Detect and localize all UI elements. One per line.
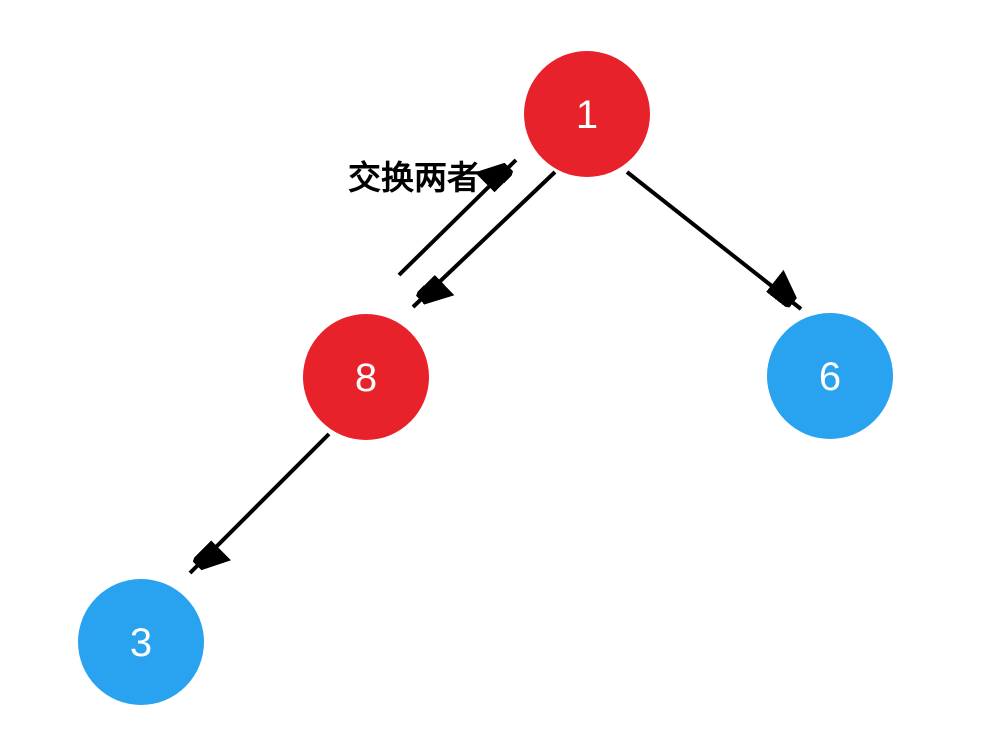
swap-arrow-8-to-1 <box>397 158 518 277</box>
edge-8-to-3-arrow <box>188 432 331 575</box>
node-1-value: 1 <box>576 93 598 137</box>
node-3-value: 3 <box>130 621 152 665</box>
node-1-circle <box>524 51 650 177</box>
swap-arrow-1-to-8 <box>411 170 557 309</box>
node-3-circle <box>78 579 204 705</box>
node-8-value: 8 <box>355 356 377 400</box>
node-6-circle <box>767 313 893 439</box>
node-6-value: 6 <box>819 355 841 399</box>
swap-label: 交换两者 <box>348 159 480 196</box>
node-8-circle <box>303 314 429 440</box>
edge-1-to-6-arrow <box>625 170 801 311</box>
